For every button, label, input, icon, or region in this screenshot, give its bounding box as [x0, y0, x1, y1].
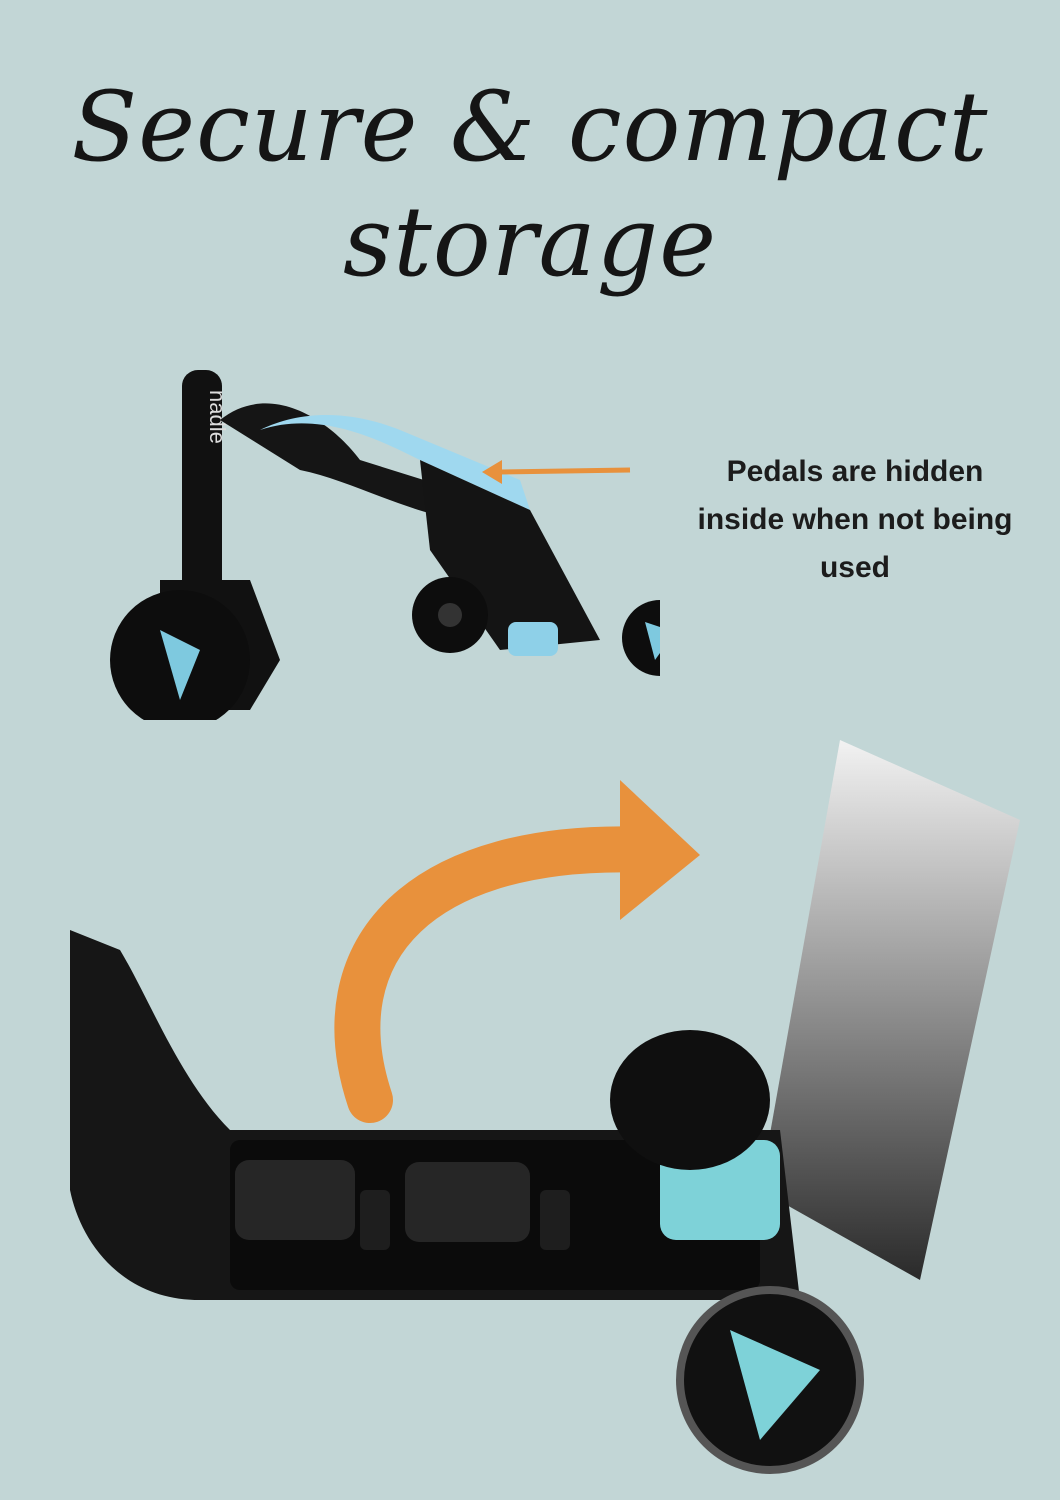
rear-cap: [508, 622, 558, 656]
rear-wheel-hub: [730, 1330, 820, 1440]
pedal-right: [405, 1162, 530, 1242]
rear-wheel-back: [610, 1030, 770, 1170]
compartment-lid: [760, 740, 1020, 1280]
rear-wheel-right: [622, 600, 660, 676]
front-wheel-hub: [160, 630, 200, 700]
curved-arrow-head: [620, 780, 700, 920]
folded-scooter-photo: nadle: [110, 370, 660, 720]
seat: [260, 415, 530, 510]
pointer-arrow: [499, 467, 631, 475]
scooter-stem: [182, 370, 222, 610]
callout-text: Pedals are hidden inside when not being …: [697, 455, 1013, 584]
curved-arrow: [334, 826, 673, 1123]
rear-body: [420, 460, 600, 650]
headline: Secure & compact storage: [71, 71, 989, 299]
pointer-arrow-head: [482, 460, 502, 484]
open-compartment-photo: [70, 740, 1020, 1474]
pedal-left: [235, 1160, 355, 1240]
